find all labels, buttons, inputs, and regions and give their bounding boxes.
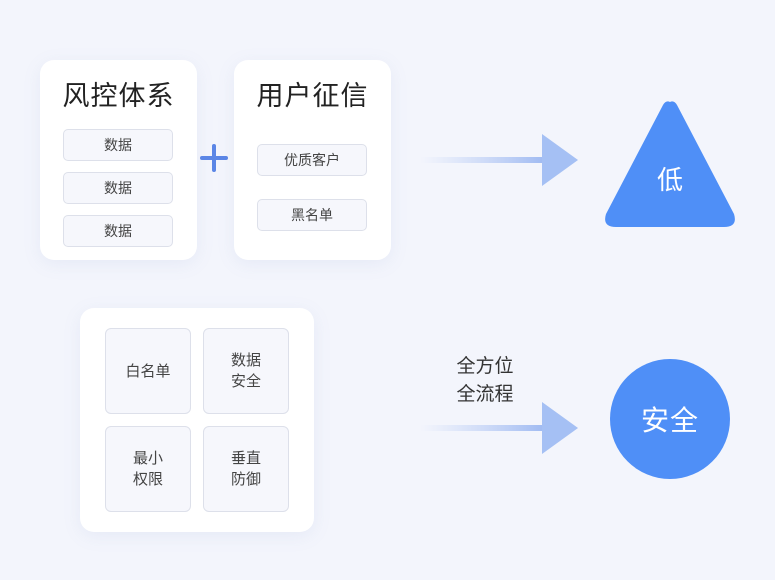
arrow-right-icon-bottom bbox=[420, 402, 578, 454]
security-card: 白名单 数据 安全 最小 权限 垂直 防御 bbox=[80, 308, 314, 532]
tile-vertical-defense: 垂直 防御 bbox=[203, 426, 289, 512]
tile-least-privilege: 最小 权限 bbox=[105, 426, 191, 512]
arrow-right-icon-top bbox=[420, 134, 578, 186]
risk-system-card: 风控体系 数据 数据 数据 bbox=[40, 60, 197, 260]
risk-system-title: 风控体系 bbox=[62, 81, 175, 112]
credit-card: 用户征信 优质客户 黑名单 bbox=[234, 60, 391, 260]
tile-data-security: 数据 安全 bbox=[203, 328, 289, 414]
full-coverage-caption: 全方位 全流程 bbox=[456, 355, 514, 405]
security-result-circle: 安全 bbox=[610, 359, 730, 479]
triangle-low-risk-icon bbox=[605, 101, 735, 227]
tile-whitelist: 白名单 bbox=[105, 328, 191, 414]
risk-data-chip-2: 数据 bbox=[63, 172, 173, 204]
credit-title: 用户征信 bbox=[256, 81, 369, 112]
security-result-label: 安全 bbox=[640, 404, 699, 437]
risk-data-chip-3: 数据 bbox=[63, 215, 173, 247]
plus-icon bbox=[198, 142, 230, 174]
low-risk-label: 低 bbox=[656, 166, 683, 196]
credit-chip-blacklist: 黑名单 bbox=[257, 199, 367, 231]
risk-data-chip-1: 数据 bbox=[63, 129, 173, 161]
credit-chip-good-customer: 优质客户 bbox=[257, 144, 367, 176]
